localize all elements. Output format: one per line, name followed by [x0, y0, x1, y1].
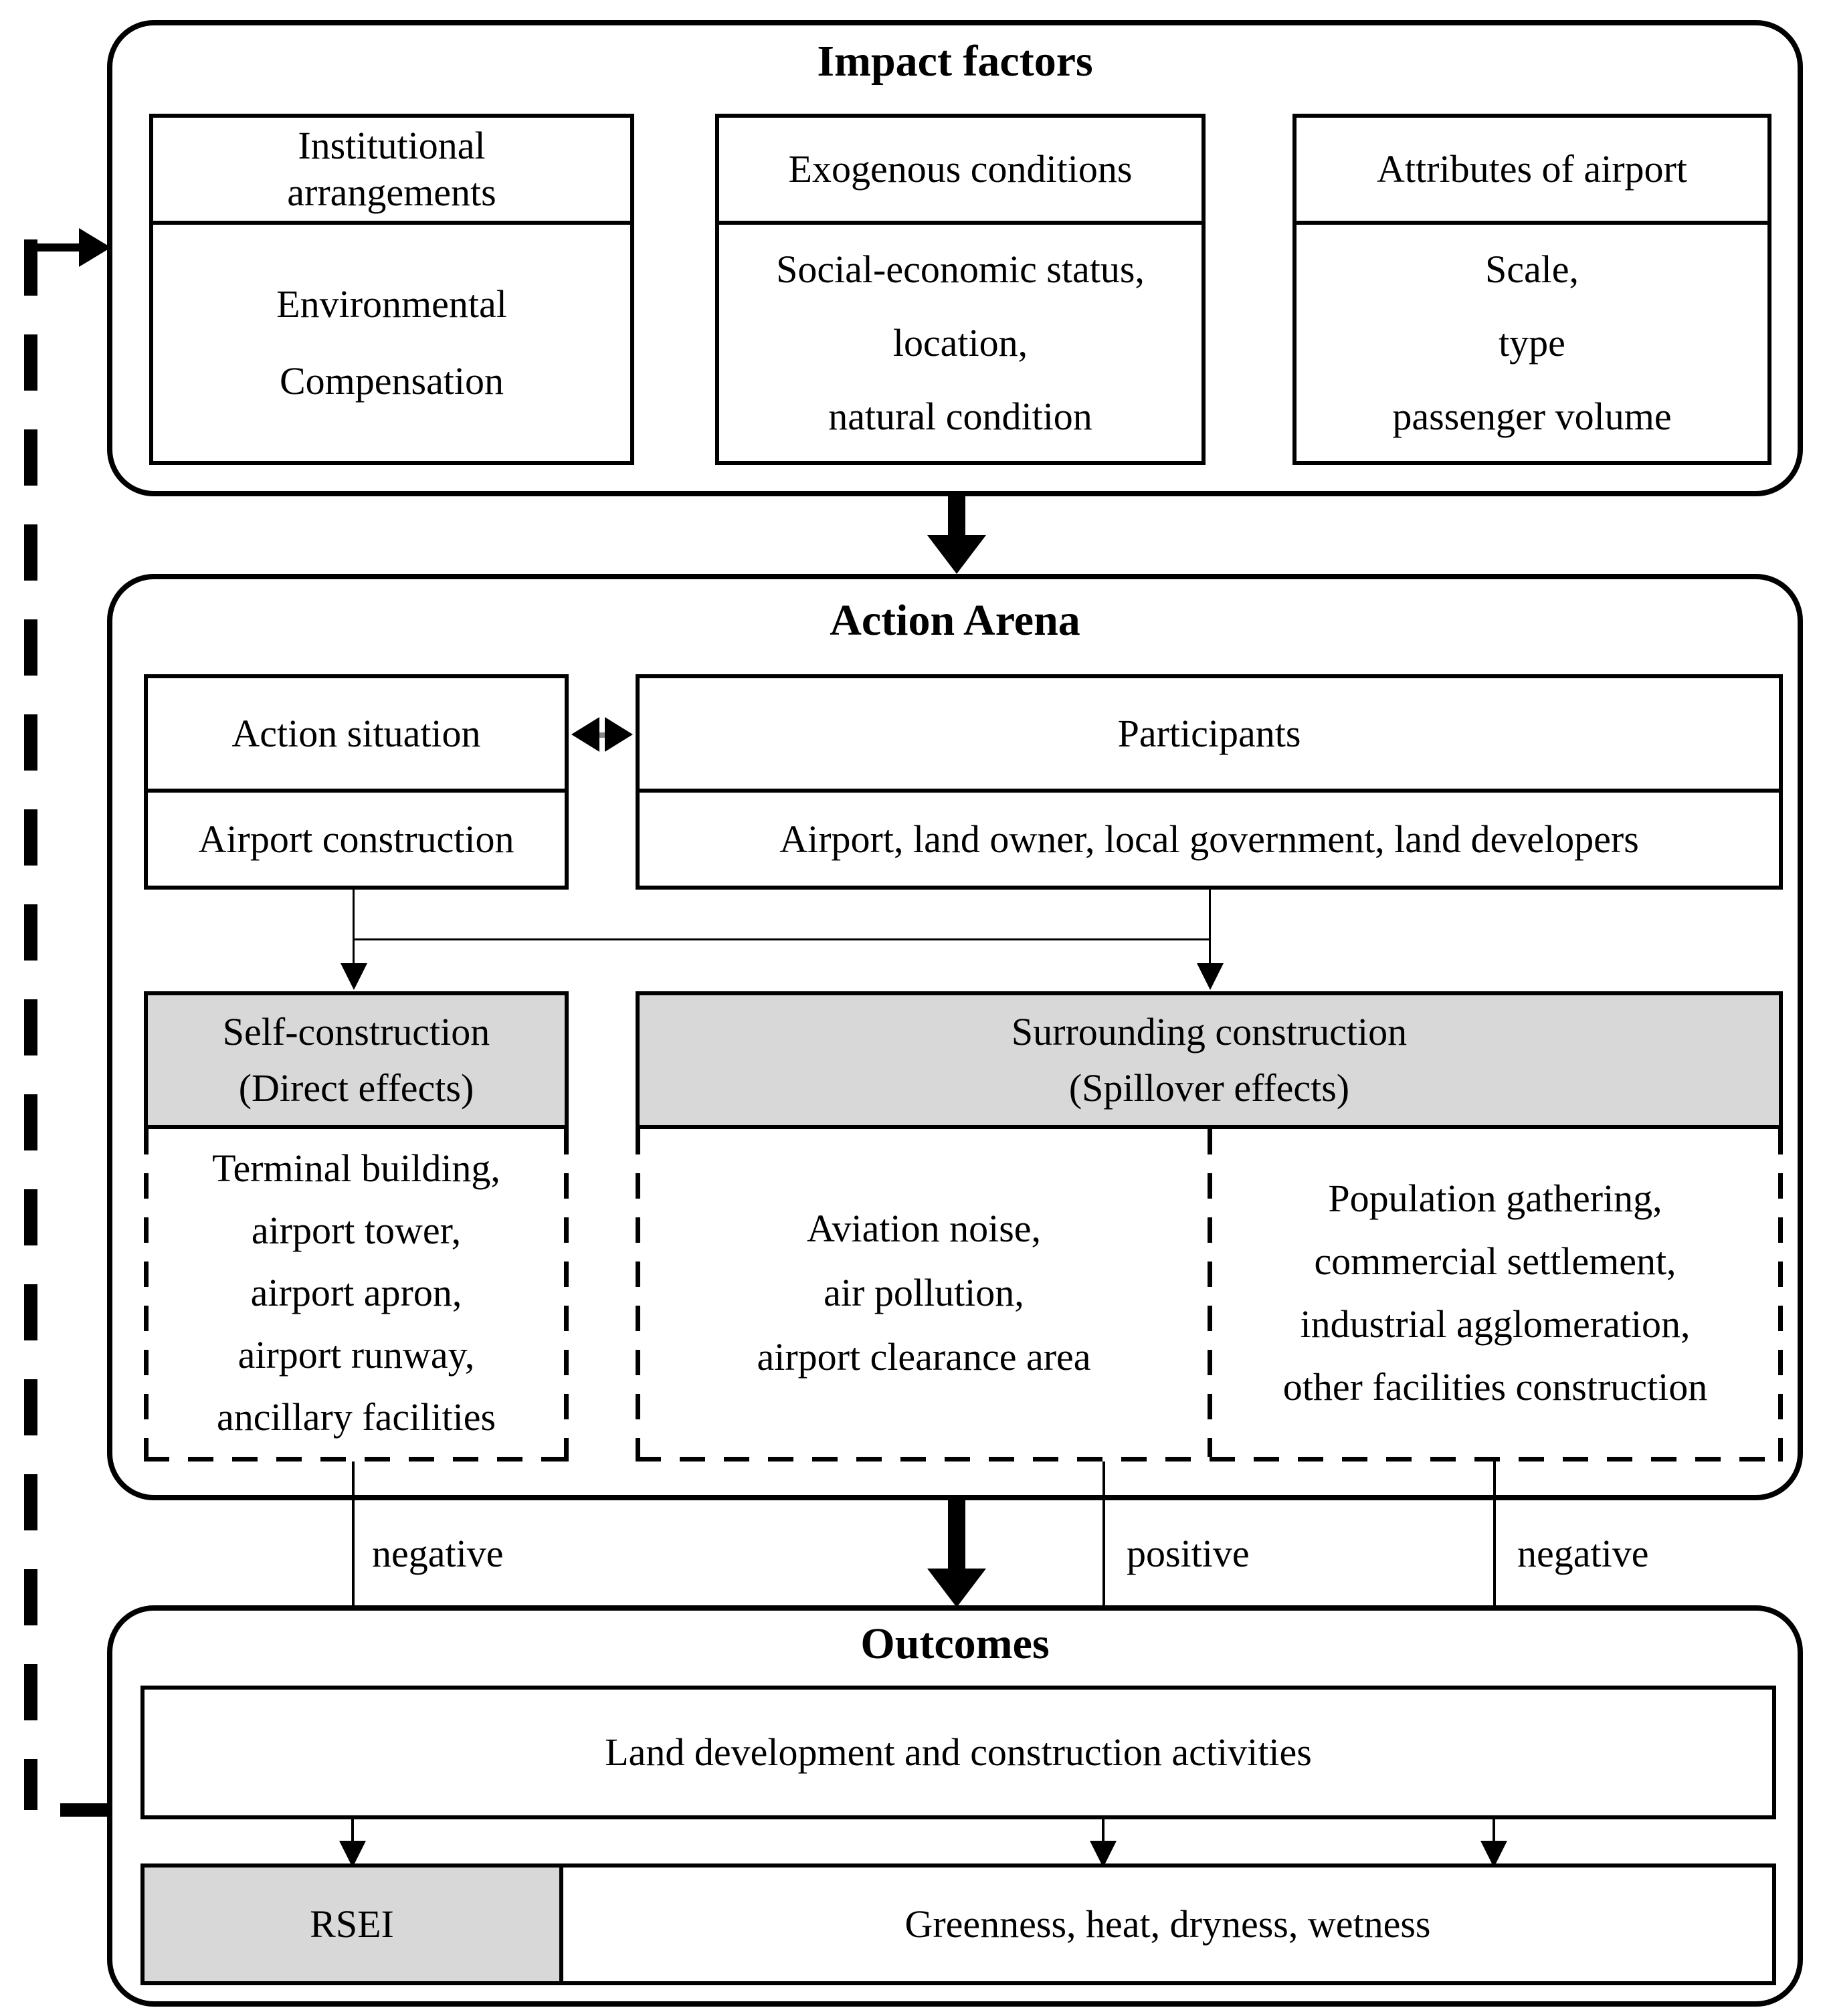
rsei-label: RSEI	[310, 1902, 394, 1946]
action-arena-title: Action Arena	[830, 596, 1080, 645]
exogenous-conditions-box: Exogenous conditions Social-economic sta…	[715, 114, 1206, 465]
indicators-label: Greenness, heat, dryness, wetness	[904, 1902, 1431, 1946]
institutional-arrangements-box: Institutional arrangements Environmental…	[149, 114, 634, 465]
impact-to-action-arrow-icon	[927, 535, 986, 574]
list-item: industrial agglomeration,	[1300, 1302, 1691, 1346]
surrounding-right-items: Population gathering, commercial settlem…	[1212, 1129, 1778, 1457]
connector-line	[1209, 940, 1211, 965]
rsei-cell: RSEI	[145, 1868, 563, 1981]
land-development-box: Land development and construction activi…	[140, 1686, 1776, 1819]
content-line: Airport construction	[198, 817, 514, 861]
feedback-bottom-dash	[60, 1803, 108, 1817]
down-arrow-icon	[341, 963, 367, 990]
action-to-outcomes-arrow-shaft	[948, 1500, 965, 1570]
dashed-border	[1778, 1129, 1783, 1461]
self-construction-header: Self-construction (Direct effects)	[144, 991, 569, 1129]
list-item: Terminal building,	[212, 1146, 500, 1190]
feedback-arrow-shaft	[37, 243, 80, 251]
exogenous-conditions-content: Social-economic status, location, natura…	[719, 225, 1202, 461]
institutional-arrangements-header: Institutional arrangements	[153, 118, 630, 225]
content-line: Land development and construction activi…	[605, 1730, 1312, 1774]
header-line: Participants	[1117, 711, 1301, 755]
surrounding-construction-header: Surrounding construction (Spillover effe…	[636, 991, 1783, 1129]
header-line: Self-construction	[222, 1010, 490, 1053]
connector-line	[1209, 890, 1211, 940]
feedback-dashed-line	[24, 239, 37, 1810]
effect-line-middle	[1102, 1461, 1105, 1686]
header-line: Surrounding construction	[1011, 1010, 1408, 1053]
header-line: arrangements	[287, 171, 496, 214]
action-situation-header: Action situation	[148, 678, 565, 793]
connector-line	[353, 938, 1211, 940]
header-line: Attributes of airport	[1377, 147, 1687, 191]
outcomes-title: Outcomes	[860, 1619, 1050, 1668]
content-line: Social-economic status,	[776, 247, 1145, 291]
header-line: Exogenous conditions	[788, 147, 1133, 191]
effect-label-negative-right: negative	[1517, 1532, 1649, 1575]
dashed-border	[144, 1457, 569, 1461]
action-situation-box: Action situation Airport construction	[144, 674, 569, 890]
feedback-arrow-right-icon	[79, 228, 111, 267]
content-line: Compensation	[279, 359, 504, 403]
header-line: (Spillover effects)	[1068, 1066, 1350, 1110]
dashed-border	[636, 1129, 640, 1461]
dashed-border	[144, 1129, 149, 1461]
impact-factors-title: Impact factors	[817, 37, 1093, 86]
connector-line	[353, 890, 355, 940]
list-item: airport clearance area	[757, 1335, 1091, 1379]
participants-content: Airport, land owner, local government, l…	[640, 793, 1779, 886]
content-line: location,	[892, 320, 1028, 365]
connector-line	[1102, 1819, 1105, 1843]
list-item: airport runway,	[237, 1333, 475, 1377]
connector-line	[353, 940, 355, 965]
header-line: Action situation	[231, 711, 481, 755]
list-item: Population gathering,	[1328, 1177, 1662, 1220]
connector-line	[1493, 1819, 1495, 1843]
impact-to-action-arrow-shaft	[948, 495, 965, 536]
participants-box: Participants Airport, land owner, local …	[636, 674, 1783, 890]
self-construction-items: Terminal building, airport tower, airpor…	[149, 1129, 564, 1457]
exogenous-conditions-header: Exogenous conditions	[719, 118, 1202, 225]
list-item: commercial settlement,	[1314, 1239, 1676, 1283]
down-arrow-icon	[339, 1841, 366, 1868]
action-to-outcomes-arrow-icon	[927, 1569, 986, 1607]
dashed-border	[636, 1457, 1783, 1461]
effect-label-negative-left: negative	[372, 1532, 504, 1575]
dashed-divider	[1208, 1129, 1212, 1457]
content-line: Scale,	[1484, 247, 1579, 291]
effect-line-right	[1493, 1461, 1496, 1686]
effect-line-left	[352, 1461, 355, 1686]
list-item: airport tower,	[251, 1209, 462, 1252]
attributes-of-airport-box: Attributes of airport Scale, type passen…	[1292, 114, 1771, 465]
participants-header: Participants	[640, 678, 1779, 793]
list-item: air pollution,	[824, 1271, 1024, 1314]
content-line: passenger volume	[1392, 394, 1672, 438]
rsei-indicators-box: RSEI Greenness, heat, dryness, wetness	[140, 1863, 1776, 1985]
attributes-of-airport-header: Attributes of airport	[1297, 118, 1767, 225]
double-arrow-icon	[571, 717, 633, 752]
content-line: natural condition	[828, 394, 1092, 438]
list-item: other facilities construction	[1282, 1365, 1708, 1409]
content-line: Environmental	[276, 282, 507, 326]
indicators-cell: Greenness, heat, dryness, wetness	[563, 1868, 1772, 1981]
institutional-arrangements-content: Environmental Compensation	[153, 225, 630, 461]
content-line: Airport, land owner, local government, l…	[779, 817, 1639, 861]
list-item: airport apron,	[250, 1271, 462, 1314]
connector-line	[351, 1819, 354, 1843]
down-arrow-icon	[1090, 1841, 1117, 1868]
dashed-border	[564, 1129, 569, 1461]
surrounding-left-items: Aviation noise, air pollution, airport c…	[640, 1129, 1208, 1457]
content-line: type	[1499, 320, 1565, 365]
action-situation-content: Airport construction	[148, 793, 565, 886]
list-item: Aviation noise,	[806, 1207, 1042, 1250]
list-item: ancillary facilities	[216, 1395, 496, 1439]
header-line: Institutional	[298, 124, 486, 167]
down-arrow-icon	[1197, 963, 1224, 990]
attributes-of-airport-content: Scale, type passenger volume	[1297, 225, 1767, 461]
effect-label-positive: positive	[1127, 1532, 1250, 1575]
down-arrow-icon	[1480, 1841, 1507, 1868]
header-line: (Direct effects)	[238, 1066, 474, 1110]
